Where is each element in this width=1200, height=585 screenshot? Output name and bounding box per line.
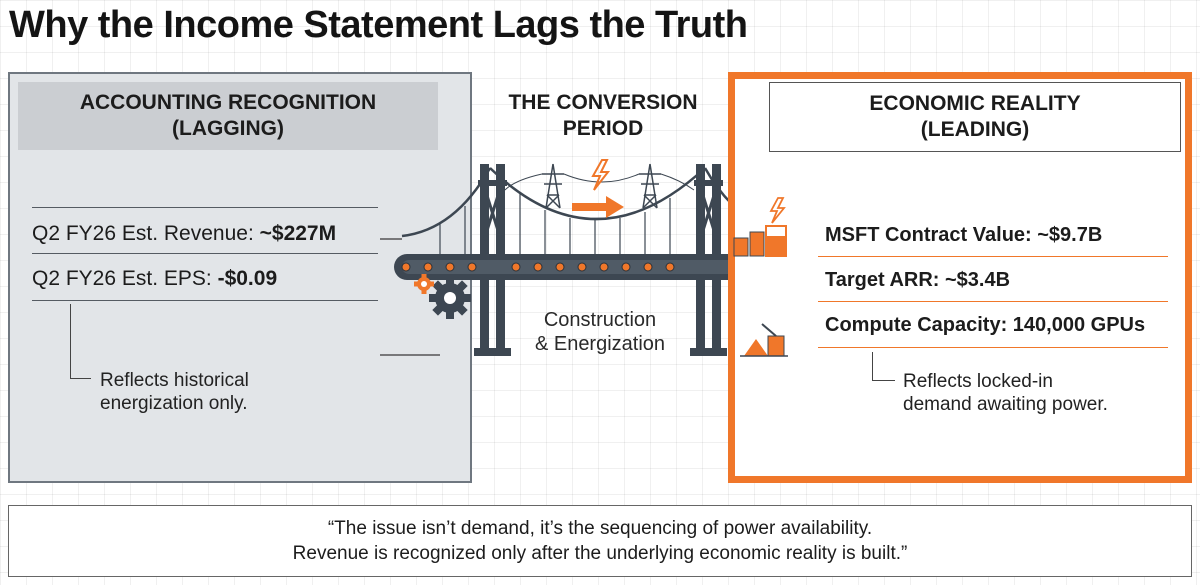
accounting-recognition-header: ACCOUNTING RECOGNITION (LAGGING) [18, 82, 438, 150]
divider [32, 300, 378, 301]
eps-metric: Q2 FY26 Est. EPS: -$0.09 [32, 267, 277, 291]
power-line [504, 173, 543, 191]
divider [32, 253, 378, 254]
accounting-header-line2: (LAGGING) [172, 117, 284, 140]
conversion-header-line1: THE CONVERSION [508, 91, 698, 114]
conversion-header-line2: PERIOD [562, 117, 644, 140]
note-connector [70, 304, 91, 379]
divider [818, 301, 1168, 302]
construction-energization-label: Construction & Energization [520, 308, 680, 356]
right-panel-icons [733, 197, 788, 357]
bar-chart-icon [733, 225, 787, 257]
arrow-right-icon [572, 196, 624, 218]
power-line [563, 173, 640, 183]
divider [818, 347, 1168, 348]
economic-note-line1: Reflects locked-in [903, 371, 1053, 392]
construction-site-icon [740, 323, 788, 357]
revenue-value: ~$227M [259, 222, 337, 245]
construction-label-line1: Construction [543, 309, 657, 331]
gear-icon [429, 277, 471, 319]
divider [32, 207, 378, 208]
economic-reality-header: ECONOMIC REALITY (LEADING) [769, 82, 1181, 152]
economic-header-line2: (LEADING) [920, 118, 1030, 141]
eps-label: Q2 FY26 Est. EPS: [32, 267, 218, 290]
conversion-period-header: THE CONVERSION PERIOD [478, 90, 728, 142]
gear-icon [414, 274, 434, 294]
accounting-note-line2: energization only. [100, 393, 248, 414]
compute-capacity-metric: Compute Capacity: 140,000 GPUs [825, 314, 1146, 336]
contract-value-metric: MSFT Contract Value: ~$9.7B [825, 224, 1103, 246]
suspension-cable [401, 167, 492, 238]
transmission-tower-icon [639, 163, 661, 209]
suspension-cable [489, 167, 706, 221]
lightning-bolt-icon [769, 197, 786, 224]
divider [818, 256, 1168, 257]
quote-box: “The issue isn’t demand, it’s the sequen… [8, 505, 1192, 577]
eps-value: -$0.09 [217, 267, 278, 290]
bridge-illustration [380, 159, 820, 356]
page-title: Why the Income Statement Lags the Truth [9, 4, 748, 46]
economic-note-line2: demand awaiting power. [903, 394, 1108, 415]
economic-note: Reflects locked-in demand awaiting power… [903, 370, 1108, 416]
target-arr-metric: Target ARR: ~$3.4B [825, 269, 1011, 291]
revenue-metric: Q2 FY26 Est. Revenue: ~$227M [32, 222, 336, 246]
quote-line2: Revenue is recognized only after the und… [292, 543, 908, 564]
accounting-note-line1: Reflects historical [100, 370, 249, 391]
revenue-label: Q2 FY26 Est. Revenue: [32, 222, 260, 245]
accounting-header-line1: ACCOUNTING RECOGNITION [79, 91, 377, 114]
quote-line1: “The issue isn’t demand, it’s the sequen… [327, 518, 873, 539]
construction-label-line2: & Energization [534, 333, 666, 355]
power-line [660, 173, 695, 191]
transmission-tower-icon [542, 163, 564, 209]
accounting-note: Reflects historical energization only. [100, 369, 249, 415]
note-connector [872, 352, 895, 381]
lightning-bolt-icon [591, 159, 611, 191]
economic-header-line1: ECONOMIC REALITY [869, 92, 1081, 115]
